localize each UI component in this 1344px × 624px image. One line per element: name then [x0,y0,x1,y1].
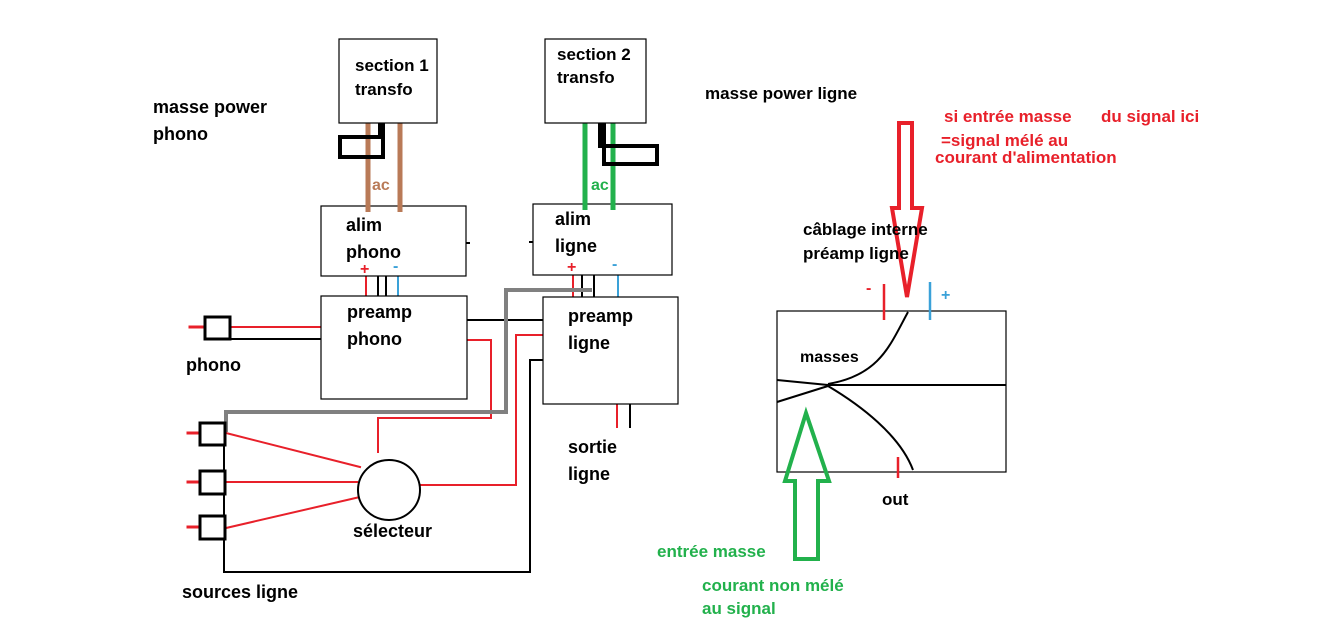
box-preamp-phono [320,295,468,400]
box-section-2 [544,38,647,124]
masses-label: masses [800,349,859,366]
annot-entree-masse: entrée masse [657,542,766,561]
boxes [320,38,1007,473]
box-alim-ligne [532,203,673,276]
minus-phono: - [393,258,398,275]
ground-line-lower [776,385,829,403]
int-plus: + [941,287,950,304]
src3-to-sel [224,495,362,530]
preamp-ligne-1: preamp [568,306,633,326]
ac-label-1: ac [372,177,390,194]
selector-circle [357,459,421,521]
source-jack-1-icon [198,421,227,447]
cablage-1: câblage interne [803,220,928,239]
ground-curve-top [827,311,909,385]
masse-power-phono-2: phono [153,124,208,144]
internal-wiring [776,282,1006,478]
selecteur-label: sélecteur [353,521,432,541]
box-section-1 [338,38,438,124]
gray-ground-wire [224,288,592,432]
section2-line1: section 2 [557,45,631,64]
ground-curve-bottom [827,385,914,471]
annot-si-entree: si entrée masse [944,107,1072,126]
phono-label: phono [186,355,241,375]
minus-ligne: - [612,256,617,273]
ground-line-left [776,379,829,386]
ac-label-2: ac [591,177,609,194]
alim-ligne-2: ligne [555,236,597,256]
source-jack-2-icon [198,469,227,496]
ligne-in-black [223,359,544,573]
masse-power-phono-1: masse power [153,97,267,117]
preamp-phono-1: preamp [347,302,412,322]
preamp-ligne-2: ligne [568,333,610,353]
jacks [198,315,232,541]
src1-to-sel [224,431,362,469]
out-label: out [882,490,909,509]
plus-ligne: + [567,259,576,276]
sortie-ligne-1: sortie [568,437,617,457]
annot-du-signal-ici: du signal ici [1101,107,1199,126]
cablage-2: préamp ligne [803,244,909,263]
ground-loop-2 [598,121,659,166]
wires [186,120,659,573]
preamp-phono-2: phono [347,329,402,349]
alim-ligne-1: alim [555,209,591,229]
labels: section 1 transfo section 2 transfo mass… [153,45,1199,618]
masse-power-ligne: masse power ligne [705,84,857,103]
annot-courant-non-mele-2: au signal [702,599,776,618]
annot-courant-non-mele-1: courant non mélé [702,576,844,595]
box-alim-phono [320,205,467,277]
annot-courant-alim: courant d'alimentation [935,148,1117,167]
plus-phono: + [360,261,369,278]
phono-out-red [377,339,492,453]
red-arrow-icon [889,121,925,298]
ground-loop-1 [338,121,385,159]
box-preamp-ligne [542,296,679,405]
alim-phono-1: alim [346,215,382,235]
section2-line2: transfo [557,68,615,87]
sortie-ligne-2: ligne [568,464,610,484]
ligne-in-red [420,334,544,486]
green-arrow-icon [782,406,832,561]
section1-line1: section 1 [355,56,429,75]
source-jack-3-icon [198,514,227,541]
alim-phono-2: phono [346,242,401,262]
annot-signal-mele: =signal mélé au [941,131,1068,150]
phono-jack-icon [203,315,232,341]
sources-ligne-label: sources ligne [182,582,298,602]
int-minus: - [866,280,871,297]
section1-line2: transfo [355,80,413,99]
